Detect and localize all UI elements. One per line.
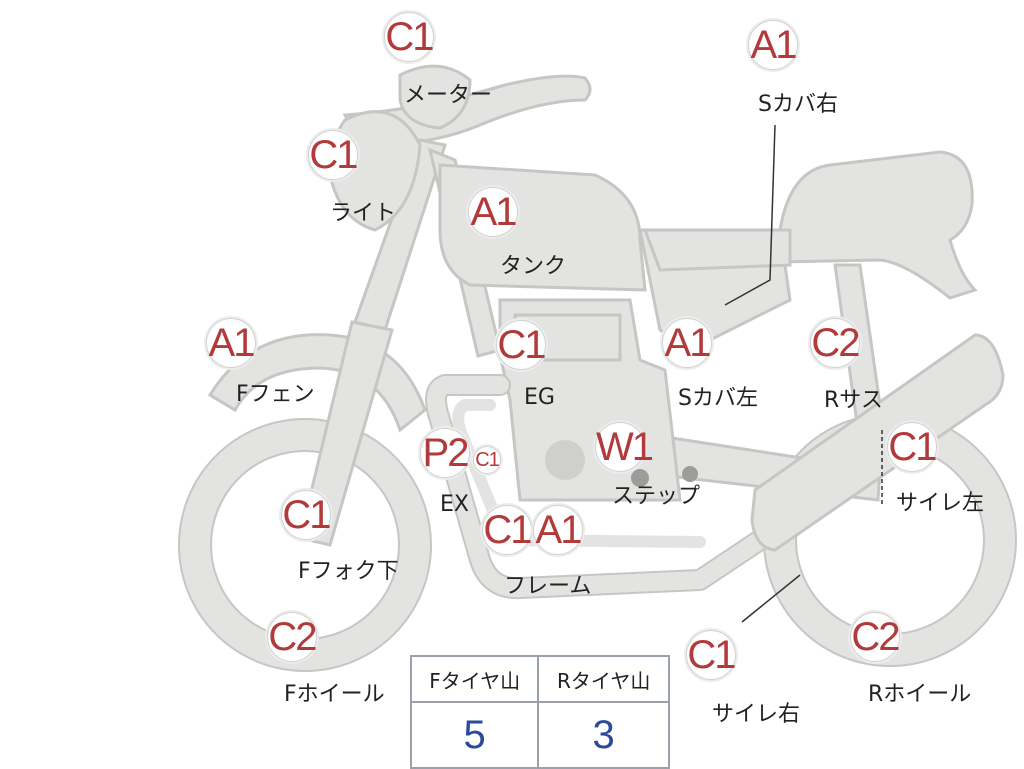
engine-cover [545,440,585,480]
rear-tire-tread-value: 3 [537,701,670,769]
grade-badge-frame-a: A1 [533,505,583,555]
grade-badge-light: C1 [308,130,359,180]
grade-badge-muffler-r: C1 [686,630,737,680]
grade-badge-f-fender: A1 [206,318,256,368]
label-ex: EX [440,492,469,517]
tire-tread-table: Fタイヤ山 Rタイヤ山 5 3 [409,655,670,769]
grade-badge-r-sus: C2 [810,318,861,368]
grade-badge-frame-c: C1 [482,505,533,555]
label-engine: EG [524,385,555,410]
label-f-wheel: Fホイール [284,682,385,707]
frame-top [642,228,792,272]
grade-badge-side-cover-l: A1 [662,318,712,368]
step-peg-2 [682,466,698,482]
label-meter: メーター [404,83,493,108]
grade-badge-f-wheel: C2 [267,612,318,662]
label-muffler-l: サイレ左 [896,491,985,516]
front-fork [298,320,394,547]
label-f-fork-lower: Fフォク下 [298,559,399,584]
label-frame: フレーム [504,574,592,599]
grade-badge-engine: C1 [496,320,547,370]
leader-line-side-cover-r [724,124,776,306]
table-header-rear-tire: Rタイヤ山 [537,655,670,703]
label-side-cover-l: Sカバ左 [678,386,758,411]
label-light: ライト [330,201,397,226]
grade-badge-ex-small: C1 [473,446,501,474]
label-r-wheel: Rホイール [868,682,972,707]
leader-line-muffler-r [741,574,801,623]
grade-badge-r-wheel: C2 [850,612,901,662]
seat [778,150,978,300]
grade-badge-ex: P2 [420,428,470,478]
grade-badge-meter: C1 [384,12,435,62]
exhaust-pipe-2 [452,399,706,548]
label-muffler-r: サイレ右 [712,702,801,727]
muffler [750,333,1005,552]
step-peg-1 [631,469,649,487]
label-r-sus: Rサス [824,388,883,413]
grade-badge-tank: A1 [468,187,518,237]
grade-badge-f-fork-lower: C1 [281,490,332,540]
exhaust-pipe-inner [427,376,799,598]
grade-badge-side-cover-r: A1 [748,20,798,70]
front-tire-tread-value: 5 [409,701,540,769]
grade-badge-muffler-l: C1 [887,422,938,472]
label-f-fender: Fフェン [236,382,315,407]
meter [398,64,472,130]
grade-badge-step: W1 [595,422,654,472]
label-side-cover-r: Sカバ右 [758,92,838,117]
label-step: ステップ [612,484,701,509]
label-tank: タンク [500,254,567,279]
table-header-front-tire: Fタイヤ山 [409,655,540,703]
